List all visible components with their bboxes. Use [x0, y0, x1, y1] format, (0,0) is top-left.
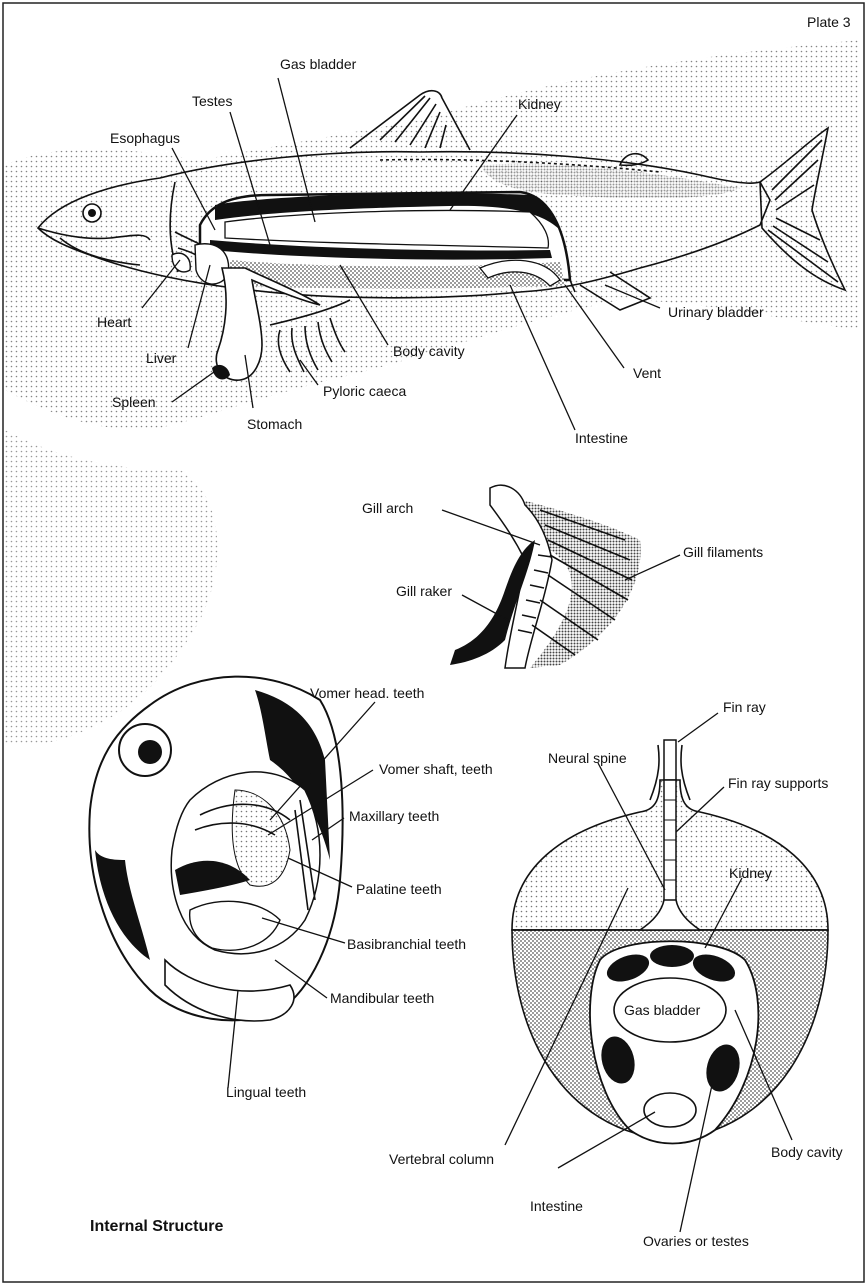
label-gill-filaments: Gill filaments: [683, 544, 763, 560]
label-vertebral-column: Vertebral column: [389, 1151, 494, 1167]
label-palatine-teeth: Palatine teeth: [356, 881, 442, 897]
label-heart: Heart: [97, 314, 131, 330]
label-vomer-shaft-teeth: Vomer shaft, teeth: [379, 761, 493, 777]
label-section-body-cavity: Body cavity: [771, 1144, 843, 1160]
label-urinary-bladder: Urinary bladder: [668, 304, 764, 320]
label-mandibular-teeth: Mandibular teeth: [330, 990, 434, 1006]
label-section-gas-bladder: Gas bladder: [624, 1002, 701, 1018]
label-kidney: Kidney: [518, 96, 561, 112]
plate-number: Plate 3: [807, 14, 851, 30]
diagram-title: Internal Structure: [90, 1218, 223, 1235]
label-testes: Testes: [192, 93, 232, 109]
label-intestine: Intestine: [575, 430, 628, 446]
label-lingual-teeth: Lingual teeth: [226, 1084, 306, 1100]
label-spleen: Spleen: [112, 394, 156, 410]
label-section-intestine: Intestine: [530, 1198, 583, 1214]
label-fin-ray-supports: Fin ray supports: [728, 775, 828, 791]
label-esophagus: Esophagus: [110, 130, 180, 146]
fin-ray-shape: [664, 740, 676, 780]
label-gill-arch: Gill arch: [362, 500, 413, 516]
label-basibranchial-teeth: Basibranchial teeth: [347, 936, 466, 952]
label-vent: Vent: [633, 365, 661, 381]
label-vomer-head-teeth: Vomer head. teeth: [310, 685, 424, 701]
label-gas-bladder: Gas bladder: [280, 56, 357, 72]
label-body-cavity: Body cavity: [393, 343, 465, 359]
neural-spine-shape: [664, 780, 676, 905]
label-pyloric-caeca: Pyloric caeca: [323, 383, 406, 399]
label-maxillary-teeth: Maxillary teeth: [349, 808, 439, 824]
kidney-lobe-center: [650, 945, 694, 967]
label-section-kidney: Kidney: [729, 865, 772, 881]
label-stomach: Stomach: [247, 416, 302, 432]
label-fin-ray: Fin ray: [723, 699, 766, 715]
intestine-shape: [644, 1093, 696, 1127]
label-liver: Liver: [146, 350, 177, 366]
label-gill-raker: Gill raker: [396, 583, 452, 599]
label-ovaries-or-testes: Ovaries or testes: [643, 1233, 749, 1249]
label-neural-spine: Neural spine: [548, 750, 627, 766]
